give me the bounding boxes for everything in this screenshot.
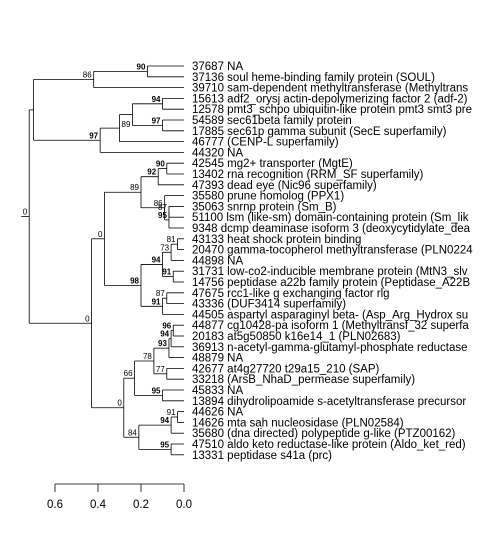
tip-label: 54589 sec61beta family protein [192,115,352,127]
tip-label: 44320 NA [192,147,243,159]
support-value: 90 [156,160,165,169]
support-value: 87 [156,289,165,298]
support-value: 89 [122,120,131,129]
support-value: 87 [158,203,167,212]
tip-label: 42545 mg2+ transporter (MgtE) [192,158,353,170]
tip-label: 44505 aspartyl asparaginyl beta- (Asp_Ar… [192,309,468,321]
tip-label: 9348 dcmp deaminase isoform 3 (deoxycyti… [192,223,471,235]
support-value: 78 [143,352,152,361]
support-value: 91 [167,408,176,417]
tip-label: 35063 snrnp protein (Sm_B) [192,201,337,213]
tip-label: 13402 rna recognition (RRM_SF superfamil… [192,169,424,181]
support-value: 91 [162,268,171,277]
support-value: 94 [160,330,169,339]
axis-tick-label: 0.4 [90,499,107,511]
support-value: 0 [23,208,28,217]
tip-label: 46777 (CENP-L superfamily) [192,137,339,149]
support-value: 73 [160,243,169,252]
support-value: 86 [154,199,163,208]
support-value: 90 [137,62,146,71]
support-value: 0 [117,399,122,408]
tip-label: 13894 dihydrolipoamide s-acetyltransfera… [192,396,466,408]
tip-label: 20470 gamma-tocopherol methyltransferase… [192,245,473,257]
axis-tick-label: 0.6 [47,499,63,511]
support-value: 92 [147,168,156,177]
support-value: 97 [89,131,98,140]
tip-label: 48879 NA [192,353,243,365]
support-value: 66 [124,369,133,378]
support-value: 89 [130,183,139,192]
support-value: 84 [128,428,137,437]
tip-label: 20183 at5g50850 k16e14_1 (PLN02683) [192,331,401,343]
tree-branches [21,65,184,456]
support-value: 98 [130,276,139,285]
tip-label: 44877 cg10428-pa isoform 1 (Methyltransf… [192,320,469,332]
tip-label: 44626 NA [192,407,243,419]
support-value: 86 [83,71,92,80]
tip-label: 44898 NA [192,255,243,267]
tip-label: 42677 at4g27720 t29a15_210 (SAP) [192,363,380,375]
tip-label: 37687 NA [192,61,243,73]
tip-label: 36913 n-acetyl-gamma-glutamyl-phosphate … [192,342,468,354]
tip-label: 31731 low-co2-inducible membrane protein… [192,266,468,278]
support-value: 0 [98,230,103,239]
support-value: 93 [158,339,167,348]
tip-label: 33218 (ArsB_NhaD_permease superfamily) [192,374,415,386]
tip-label: 43336 (DUF3414 superfamily) [192,299,346,311]
tip-label: 35580 prune homolog (PPX1) [192,191,344,203]
tip-label: 17885 sec61p gamma subunit (SecE superfa… [192,126,447,138]
support-value: 94 [160,416,169,425]
tip-label: 51100 lsm (like-sm) domain-containing pr… [192,212,469,224]
support-value: 95 [158,211,167,220]
support-value: 96 [162,322,171,331]
support-value: 81 [167,235,176,244]
support-value: 95 [160,440,169,449]
tip-label: 47393 dead eye (Nic96 superfamily) [192,180,377,192]
tip-label: 14626 mta sah nucleosidase (PLN02584) [192,417,404,429]
tip-label: 43133 heat shock protein binding [192,234,361,246]
tip-label: 15613 adf2_orysj actin-depolymerizing fa… [192,93,468,105]
support-value: 94 [152,95,161,104]
tip-label: 35680 (dna directed) polypeptide g-like … [192,428,456,440]
support-value: 0 [85,314,90,323]
tip-label: 14756 peptidase a22b family protein (Pep… [192,277,470,289]
support-value: 91 [152,297,161,306]
axis-tick-label: 0.0 [176,499,192,511]
tip-label: 47675 rcc1-like g exchanging factor rlg [192,288,390,300]
support-values: 9086949797909287958689817391948791980969… [23,62,176,449]
support-value: 97 [152,116,161,125]
support-value: 77 [156,365,165,374]
support-value: 94 [152,255,161,264]
tip-label: 47510 aldo keto reductase-like protein (… [192,439,466,451]
tip-label: 39710 sam-dependent methyltransferase (M… [192,83,468,95]
scale-axis: 0.6 0.4 0.2 0.0 [47,483,192,511]
tip-label: 12578 pmt3_schpo ubiquitin-like protein … [192,104,472,116]
axis-tick-label: 0.2 [133,499,149,511]
tip-label: 37136 soul heme-binding family protein (… [192,72,435,84]
tip-label: 45833 NA [192,385,243,397]
support-value: 95 [152,386,161,395]
tip-label: 13331 peptidase s41a (prc) [192,450,332,462]
